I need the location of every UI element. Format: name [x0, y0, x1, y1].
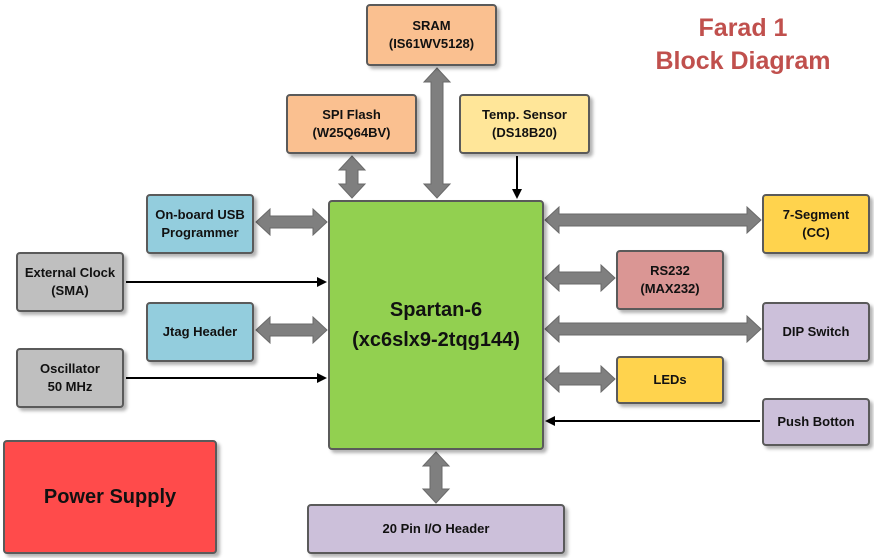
seven-segment-name: 7-Segment: [782, 206, 850, 222]
diagram-title: Farad 1 Block Diagram: [630, 12, 856, 77]
push-button-block: Push Botton: [762, 398, 870, 446]
leds-name: LEDs: [653, 371, 687, 387]
usb-programmer-line-2: Programmer: [161, 225, 239, 240]
fpga-leds-arrow: [544, 364, 616, 394]
rs232-block: RS232 (MAX232): [616, 250, 724, 310]
seven-segment-type: (CC): [802, 225, 830, 240]
usb-programmer-line-1: On-board USB: [155, 206, 245, 222]
external-clock-arrow-head: [317, 277, 327, 287]
title-line-2: Block Diagram: [655, 46, 831, 75]
spi-flash-name: SPI Flash: [322, 106, 381, 122]
rs232-part: (MAX232): [640, 281, 700, 296]
push-button-arrow-head: [545, 416, 555, 426]
jtag-header-block: Jtag Header: [146, 302, 254, 362]
fpga-part: (xc6slx9-2tqg144): [352, 329, 520, 351]
fpga-seven-segment-arrow: [544, 205, 762, 235]
fpga-name: Spartan-6: [389, 299, 483, 321]
dip-switch-block: DIP Switch: [762, 302, 870, 362]
oscillator-frequency: 50 MHz: [47, 379, 93, 394]
external-clock-type: (SMA): [51, 283, 89, 298]
fpga-dip-switch-arrow: [544, 314, 762, 344]
io-header-name: 20 Pin I/O Header: [382, 520, 490, 536]
power-supply-block: Power Supply: [3, 440, 217, 554]
oscillator-block: Oscillator 50 MHz: [16, 348, 124, 408]
spi-flash-fpga-arrow: [337, 155, 367, 199]
push-button-name: Push Botton: [777, 413, 855, 429]
temp-sensor-name: Temp. Sensor: [481, 106, 567, 122]
sram-fpga-arrow: [422, 67, 452, 199]
fpga-io-header-arrow: [421, 451, 451, 504]
temp-sensor-part: (DS18B20): [491, 125, 558, 140]
usb-fpga-arrow: [255, 207, 328, 237]
fpga-block: Spartan-6 (xc6slx9-2tqg144): [328, 200, 544, 450]
usb-programmer-block: On-board USB Programmer: [146, 194, 254, 254]
sram-part: (IS61WV5128): [388, 36, 475, 51]
rs232-name: RS232: [650, 262, 690, 278]
power-supply-name: Power Supply: [43, 486, 177, 508]
spi-flash-part: (W25Q64BV): [312, 125, 391, 140]
sram-name: SRAM: [412, 17, 451, 33]
seven-segment-block: 7-Segment (CC): [762, 194, 870, 254]
jtag-header-name: Jtag Header: [162, 323, 238, 339]
title-line-1: Farad 1: [698, 14, 788, 42]
sram-block: SRAM (IS61WV5128): [366, 4, 497, 66]
leds-block: LEDs: [616, 356, 724, 404]
oscillator-arrow-head: [317, 373, 327, 383]
io-header-block: 20 Pin I/O Header: [307, 504, 565, 554]
temp-sensor-block: Temp. Sensor (DS18B20): [459, 94, 590, 154]
external-clock-block: External Clock (SMA): [16, 252, 124, 312]
spi-flash-block: SPI Flash (W25Q64BV): [286, 94, 417, 154]
dip-switch-name: DIP Switch: [782, 323, 850, 339]
jtag-fpga-arrow: [255, 315, 328, 345]
external-clock-name: External Clock: [24, 264, 116, 280]
fpga-rs232-arrow: [544, 263, 616, 293]
oscillator-name: Oscillator: [40, 360, 100, 376]
temp-sensor-arrow-head: [512, 189, 522, 199]
